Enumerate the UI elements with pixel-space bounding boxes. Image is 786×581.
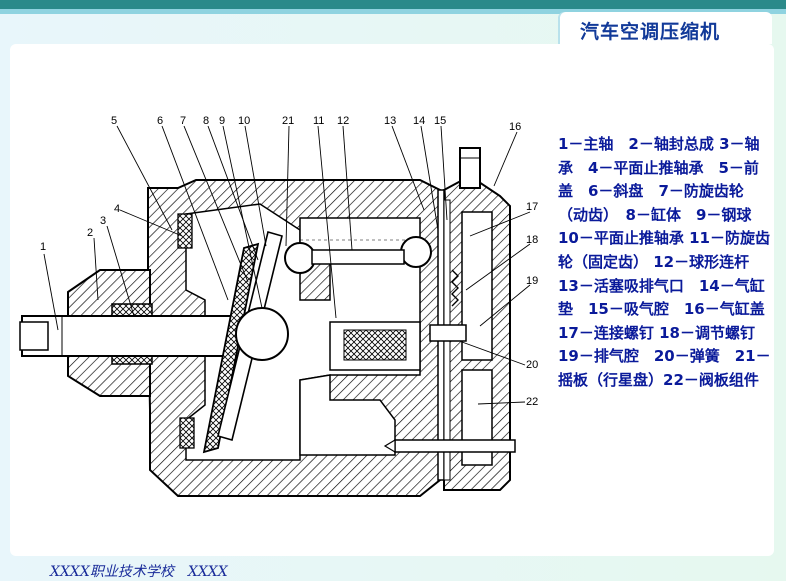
callout-14: 14 bbox=[413, 115, 425, 127]
callout-8: 8 bbox=[203, 115, 209, 127]
callout-4: 4 bbox=[114, 203, 120, 215]
suction-chamber bbox=[461, 211, 493, 361]
callout-10: 10 bbox=[238, 115, 250, 127]
callout-9: 9 bbox=[219, 115, 225, 127]
callout-15: 15 bbox=[434, 115, 446, 127]
adjusting-screw bbox=[429, 324, 467, 342]
callout-7: 7 bbox=[180, 115, 186, 127]
footer-school-name: XXXX职业技术学校 XXXX bbox=[50, 564, 228, 580]
callout-22: 22 bbox=[526, 396, 538, 408]
top-accent-stripe bbox=[0, 9, 786, 14]
slide-title: 汽车空调压缩机 bbox=[580, 21, 721, 43]
callout-19: 19 bbox=[526, 275, 538, 287]
callout-2: 2 bbox=[87, 227, 93, 239]
callout-17: 17 bbox=[526, 201, 538, 213]
thrust-bearing-top bbox=[177, 213, 193, 249]
callout-6: 6 bbox=[157, 115, 163, 127]
top-accent-bar bbox=[0, 0, 786, 9]
swash-plate bbox=[202, 242, 260, 454]
rod-ball-rear bbox=[400, 236, 432, 268]
callout-12: 12 bbox=[337, 115, 349, 127]
callout-18: 18 bbox=[526, 234, 538, 246]
callout-16: 16 bbox=[509, 121, 521, 133]
callout-3: 3 bbox=[100, 215, 106, 227]
rod-ball-front bbox=[284, 242, 316, 274]
callout-13: 13 bbox=[384, 115, 396, 127]
piston-port bbox=[343, 329, 407, 361]
thrust-bearing-bottom bbox=[179, 417, 195, 449]
callout-1: 1 bbox=[40, 241, 46, 253]
spring bbox=[451, 269, 459, 307]
compressor-cross-section-diagram: 1 2 3 4 5 6 7 8 9 10 21 11 12 13 14 15 1… bbox=[19, 115, 538, 497]
lower-chamber bbox=[299, 374, 396, 456]
top-bolt bbox=[459, 147, 481, 189]
callout-20: 20 bbox=[526, 359, 538, 371]
shaft-end bbox=[19, 321, 49, 351]
callout-21: 21 bbox=[282, 115, 294, 127]
ball-connecting-rod bbox=[311, 249, 405, 265]
callout-11: 11 bbox=[313, 115, 324, 127]
callout-5: 5 bbox=[111, 115, 117, 127]
parts-legend: 1－主轴 2－轴封总成 3－轴承 4－平面止推轴承 5－前盖 6－斜盘 7－防旋… bbox=[558, 135, 780, 389]
title-tab bbox=[560, 12, 772, 44]
bottom-bolt bbox=[394, 439, 516, 453]
steel-ball bbox=[235, 307, 289, 361]
